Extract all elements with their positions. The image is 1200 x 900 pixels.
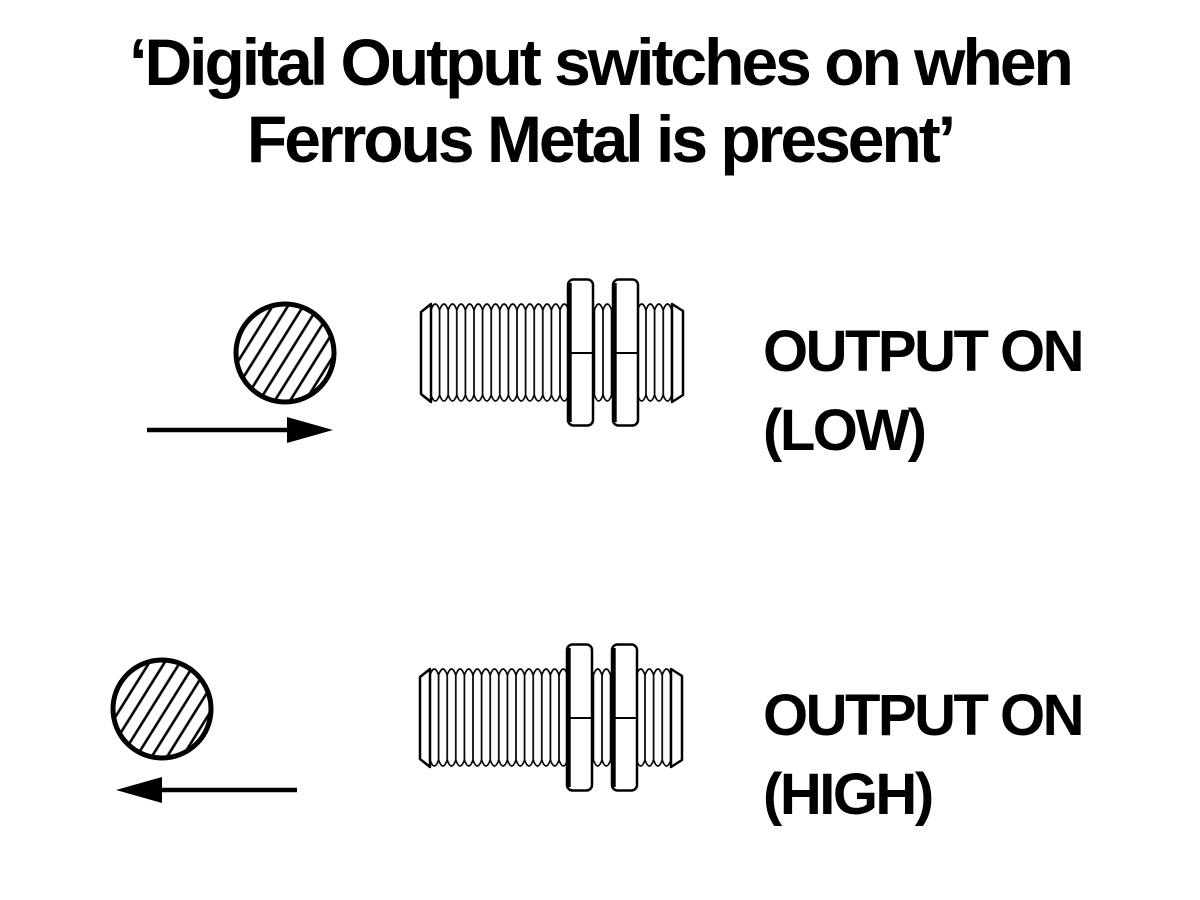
output-state-label-high: OUTPUT ON (HIGH) (763, 676, 1085, 834)
output-state-line-2: (LOW) (763, 398, 927, 463)
motion-arrow-right-icon (147, 417, 333, 443)
page-title-line-2: Ferrous Metal is present’ (246, 102, 956, 176)
output-state-line-1: OUTPUT ON (763, 683, 1085, 748)
output-state-line-1: OUTPUT ON (763, 319, 1085, 384)
page-title: ‘Digital Output switches on when Ferrous… (0, 24, 1200, 178)
page-title-line-1: ‘Digital Output switches on when (129, 25, 1074, 99)
proximity-sensor-icon (419, 278, 685, 427)
motion-arrow-left-icon (116, 777, 297, 803)
proximity-sensor-icon (418, 643, 684, 792)
output-state-label-low: OUTPUT ON (LOW) (763, 312, 1085, 470)
ferrous-metal-icon (108, 655, 216, 763)
ferrous-metal-icon (231, 299, 339, 407)
output-state-line-2: (HIGH) (763, 762, 934, 827)
